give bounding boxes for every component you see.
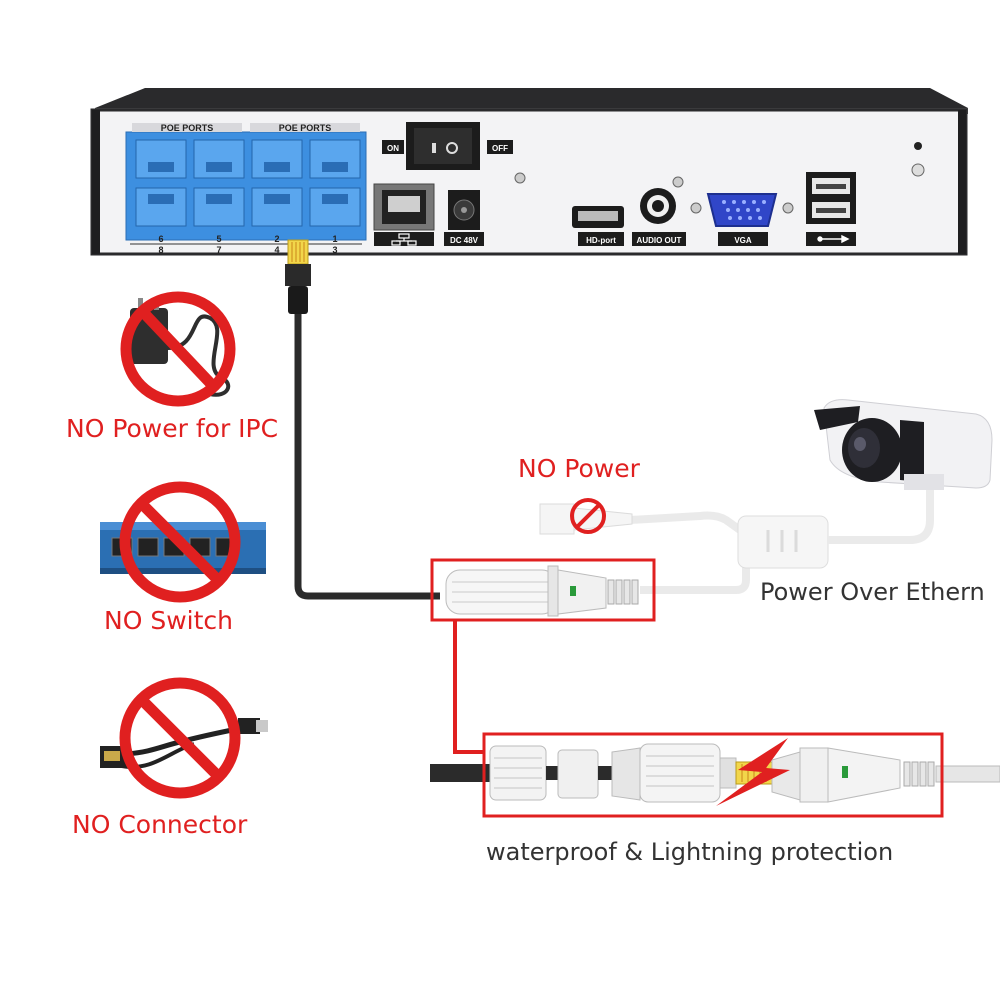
port-number: 6 bbox=[158, 234, 163, 244]
vga-label: VGA bbox=[734, 236, 752, 245]
no-connector-label: NO Connector bbox=[72, 810, 248, 839]
protection-label: waterproof & Lightning protection bbox=[486, 838, 894, 866]
waterproof-assembly bbox=[430, 743, 1000, 803]
no-power-label: NO Power bbox=[518, 454, 640, 483]
port-number: 3 bbox=[332, 245, 337, 255]
poe-label: Power Over Ethern bbox=[760, 578, 985, 606]
no-power-adapter-icon bbox=[120, 291, 236, 407]
switch-on-label: ON bbox=[387, 144, 399, 153]
rj45-plug-icon bbox=[285, 239, 311, 314]
nvr-device: POE PORTS POE PORTS 6 5 2 1 8 7 4 3 ON O… bbox=[0, 0, 1000, 270]
hdmi-label: HD-port bbox=[586, 236, 616, 245]
audio-label: AUDIO OUT bbox=[637, 236, 682, 245]
poe-ports-label-left: POE PORTS bbox=[161, 123, 214, 133]
highlight-box-protection bbox=[482, 732, 944, 818]
port-number: 7 bbox=[216, 245, 221, 255]
no-switch-label: NO Switch bbox=[104, 606, 233, 635]
no-power-sign-icon bbox=[570, 498, 606, 534]
port-number: 1 bbox=[332, 234, 337, 244]
no-connector-icon bbox=[100, 677, 268, 799]
port-number: 5 bbox=[216, 234, 221, 244]
cable-coupler bbox=[445, 565, 639, 617]
poe-ports-label-right: POE PORTS bbox=[279, 123, 332, 133]
port-number: 4 bbox=[274, 245, 279, 255]
callout-line bbox=[453, 620, 484, 754]
port-number: 8 bbox=[158, 245, 163, 255]
no-switch-icon bbox=[100, 481, 266, 603]
port-number: 2 bbox=[274, 234, 279, 244]
dc-label: DC 48V bbox=[450, 236, 479, 245]
ip-camera-icon bbox=[814, 399, 993, 490]
poe-splitter bbox=[539, 490, 934, 594]
highlight-box-coupler bbox=[430, 558, 656, 622]
switch-off-label: OFF bbox=[492, 144, 508, 153]
no-power-ipc-label: NO Power for IPC bbox=[66, 414, 279, 443]
lightning-bolt-icon bbox=[716, 738, 790, 806]
